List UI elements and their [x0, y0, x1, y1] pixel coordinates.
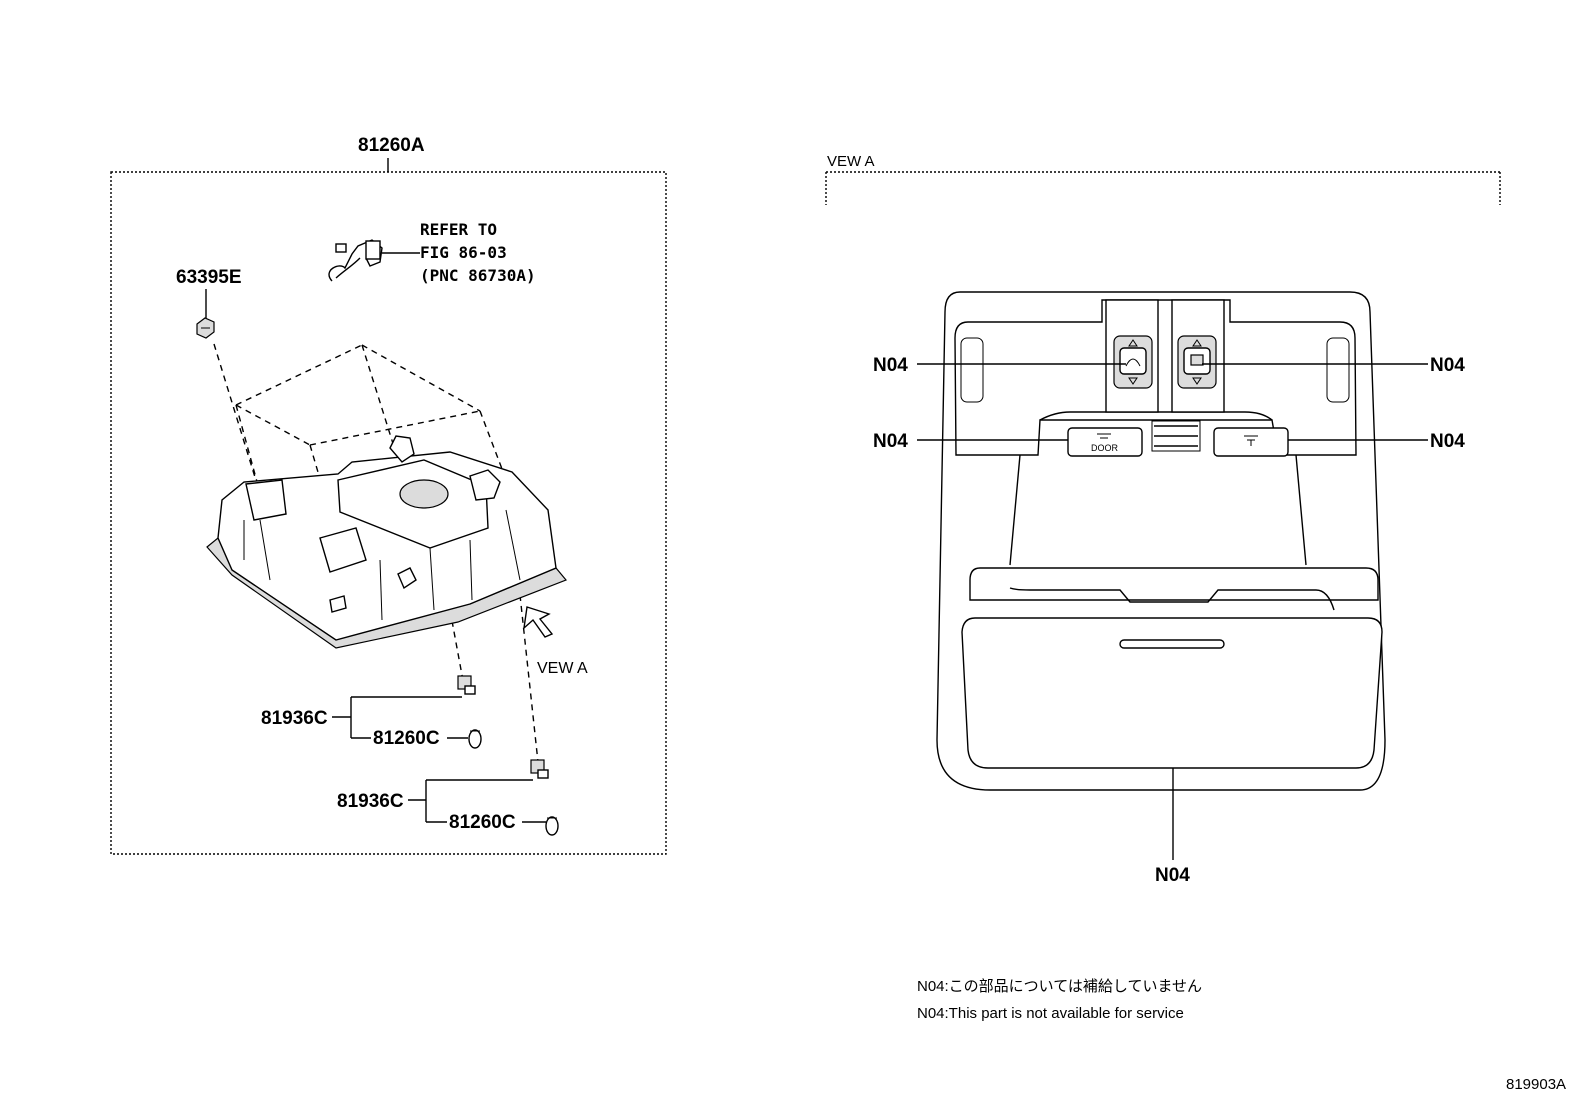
callout-mid-left[interactable]: N04	[873, 431, 908, 452]
screw-icon	[196, 317, 215, 339]
note-english: N04:This part is not available for servi…	[917, 1005, 1184, 1022]
figure-id: 819903A	[1506, 1076, 1566, 1093]
socket-2-icon	[530, 759, 549, 779]
view-a-title: VEW A	[827, 153, 875, 170]
callout-top-left[interactable]: N04	[873, 355, 908, 376]
assembly-panel: 81260A REFER TO FIG 86-03 (PNC 86730A) 6…	[110, 135, 667, 855]
refer-note-line-3: (PNC 86730A)	[420, 266, 536, 285]
door-button-label: DOOR	[1091, 443, 1119, 453]
bulb-2-icon	[545, 816, 559, 836]
bulb-2-label[interactable]: 81260C	[449, 812, 516, 833]
bulb-1-icon	[468, 729, 482, 749]
socket-1-icon	[457, 675, 476, 695]
bulb-1-label[interactable]: 81260C	[373, 728, 440, 749]
main-part-label[interactable]: 81260A	[358, 135, 425, 156]
callout-mid-right[interactable]: N04	[1430, 431, 1465, 452]
view-arrow-label: VEW A	[537, 660, 588, 677]
view-a-panel: VEW A D	[825, 153, 1501, 886]
callout-top-right[interactable]: N04	[1430, 355, 1465, 376]
refer-note-line-2: FIG 86-03	[420, 243, 507, 262]
screw-label[interactable]: 63395E	[176, 267, 242, 288]
refer-note-line-1: REFER TO	[420, 220, 497, 239]
callout-bottom[interactable]: N04	[1155, 865, 1190, 886]
console-front-view: DOOR	[936, 291, 1386, 791]
note-japanese: N04:この部品については補給していません	[917, 978, 1202, 995]
view-arrow-icon	[523, 606, 554, 638]
socket-2-label[interactable]: 81936C	[337, 791, 404, 812]
console-assembly-drawing	[206, 435, 567, 649]
wire-harness-icon	[328, 239, 383, 282]
socket-1-label[interactable]: 81936C	[261, 708, 328, 729]
